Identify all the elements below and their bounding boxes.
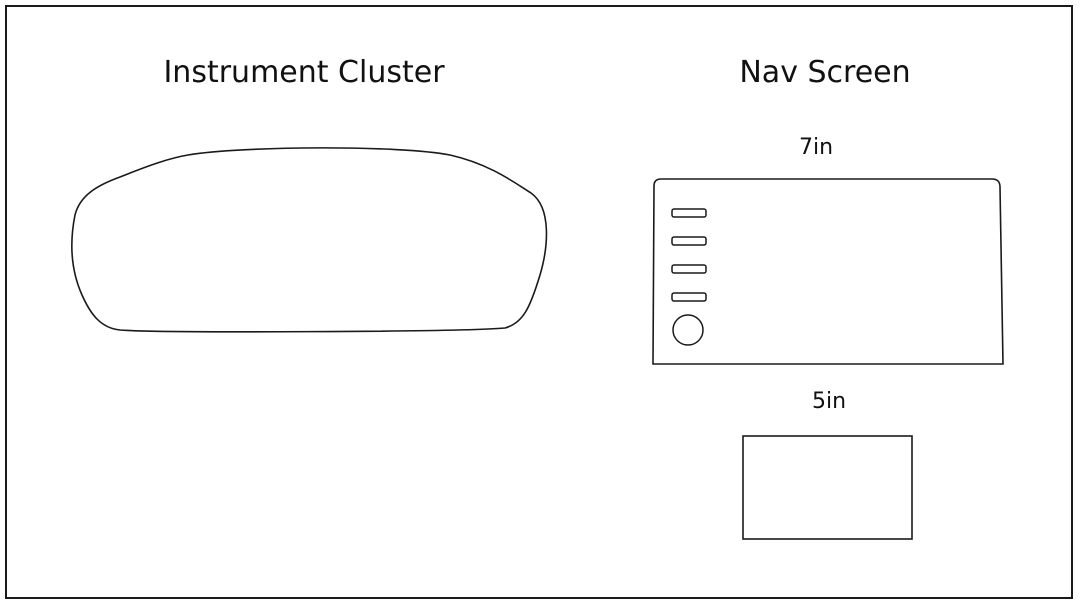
nav-screen-title: Nav Screen (739, 55, 911, 90)
nav-screen-7in-label: 7in (798, 135, 834, 160)
nav-7in-button-4 (671, 292, 707, 302)
nav-7in-knob (672, 314, 704, 346)
diagram-frame (5, 5, 1073, 599)
nav-screen-5in-label: 5in (811, 389, 847, 414)
instrument-cluster-title: Instrument Cluster (163, 55, 445, 90)
nav-7in-button-1 (671, 208, 707, 218)
nav-screen-5in-outline (742, 435, 913, 540)
instrument-cluster-outline (71, 147, 548, 333)
nav-7in-button-2 (671, 236, 707, 246)
nav-screen-7in-outline (652, 178, 1004, 365)
nav-7in-button-3 (671, 264, 707, 274)
